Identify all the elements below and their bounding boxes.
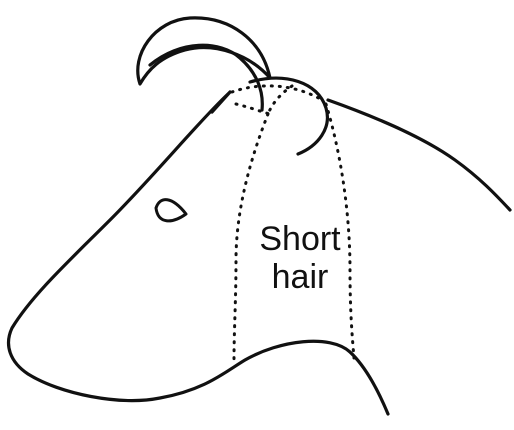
inner-horn (150, 45, 262, 110)
short-hair-region-top-inner (236, 104, 270, 114)
eye (156, 200, 186, 221)
label-short: Short (259, 220, 341, 258)
label-hair: hair (272, 258, 329, 296)
short-hair-region-mid (268, 86, 292, 114)
outer-horn (138, 18, 270, 84)
short-hair-region-top (232, 86, 322, 100)
horn-base-line (212, 92, 230, 112)
neck-back-line (328, 100, 510, 210)
